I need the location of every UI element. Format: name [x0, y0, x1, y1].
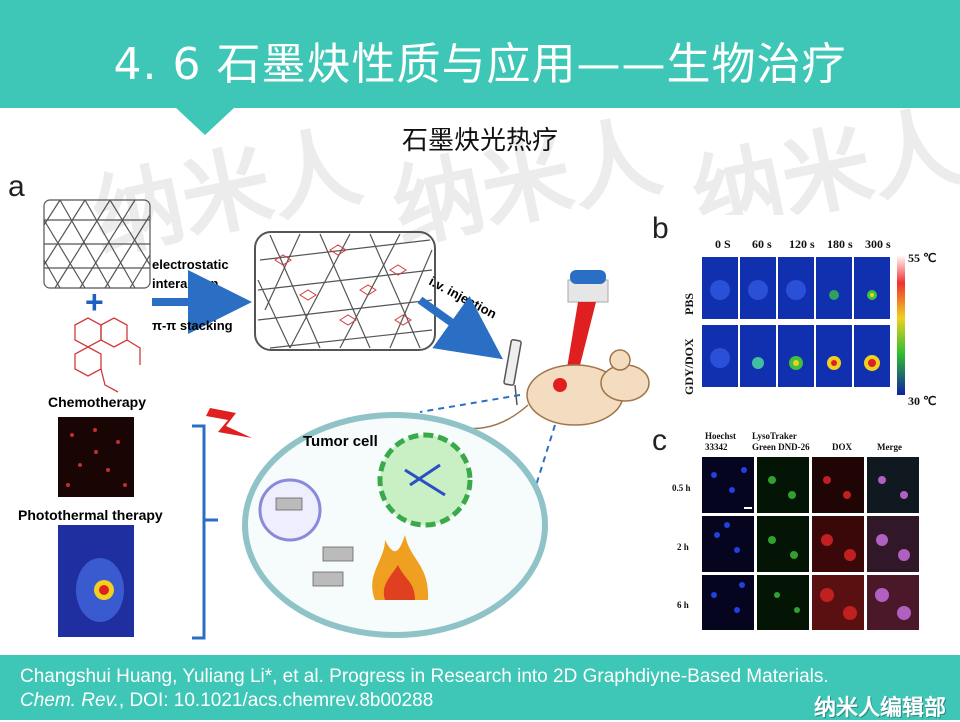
- row-6h: 6 h: [677, 600, 689, 610]
- col-lyso-2: Green DND-26: [752, 442, 810, 452]
- arrow-label-2: interaction: [152, 276, 219, 291]
- panel-b-label: b: [652, 212, 669, 245]
- photothermal-label: Photothermal therapy: [18, 507, 163, 523]
- scale-min: 30 ℃: [908, 394, 936, 408]
- loaded-sheet: [254, 231, 436, 351]
- fire: [372, 535, 429, 600]
- citation-doi-text: , DOI: 10.1021/acs.chemrev.8b00288: [118, 690, 434, 711]
- arrow-label-3: π-π stacking: [152, 318, 233, 333]
- thermal-grid: [702, 257, 890, 387]
- citation-authors: Changshui Huang, Yuliang Li*, et al. Pro…: [20, 666, 829, 687]
- figure-c-fluorescence: Hoechst 33342 LysoTraker Green DND-26 DO…: [672, 425, 922, 630]
- row-0.5h: 0.5 h: [672, 483, 691, 493]
- row-label-pbs: PBS: [682, 293, 696, 315]
- col-hoechst-1: Hoechst: [705, 431, 736, 441]
- col-merge: Merge: [877, 442, 902, 452]
- title-bar-notch: [175, 107, 235, 135]
- footer-bar: [0, 655, 960, 720]
- lightning-icon: [206, 408, 252, 438]
- time-3: 180 s: [827, 237, 853, 251]
- figure-a-diagram: + electrostatic interaction π-π stacking…: [18, 199, 650, 640]
- loaded-drug: [274, 244, 412, 326]
- gdy-flakes: [275, 497, 354, 587]
- laser: [565, 270, 609, 385]
- graphdiyne-sheet: [43, 199, 151, 289]
- time-1: 60 s: [752, 237, 772, 251]
- col-hoechst-2: 33342: [705, 442, 728, 452]
- fluorescence-grid: [702, 457, 919, 630]
- nucleus: [377, 432, 473, 528]
- title-bar: [0, 0, 960, 108]
- time-0: 0 S: [715, 237, 731, 251]
- dox-molecule: [74, 317, 141, 393]
- chemotherapy-label: Chemotherapy: [48, 394, 146, 410]
- color-scale-bar: [897, 255, 905, 395]
- brand-logo: 纳米人编辑部: [813, 696, 946, 721]
- tumor-cell-label: Tumor cell: [303, 433, 378, 450]
- panel-a-label: a: [8, 170, 25, 203]
- slide-title: 4. 6 石墨炔性质与应用——生物治疗: [113, 39, 847, 90]
- citation-journal: Chem. Rev.: [20, 690, 119, 711]
- time-2: 120 s: [789, 237, 815, 251]
- citation-doi: Chem. Rev., DOI: 10.1021/acs.chemrev.8b0…: [20, 690, 433, 712]
- row-2h: 2 h: [677, 542, 689, 552]
- col-dox: DOX: [832, 442, 853, 452]
- row-label-gdy: GDY/DOX: [682, 338, 696, 395]
- mouse-illustration: [439, 349, 650, 430]
- scale-max: 55 ℃: [908, 251, 936, 265]
- plus-sign: +: [85, 284, 104, 320]
- arrow-label-1: electrostatic: [152, 257, 229, 272]
- panel-c-label: c: [652, 424, 667, 457]
- time-4: 300 s: [865, 237, 891, 251]
- col-lyso-1: LysoTraker: [752, 431, 797, 441]
- figure-b-thermal: 0 S 60 s 120 s 180 s 300 s 55 ℃ 30 ℃ PBS…: [675, 215, 950, 410]
- slide-subtitle: 石墨炔光热疗: [401, 126, 558, 156]
